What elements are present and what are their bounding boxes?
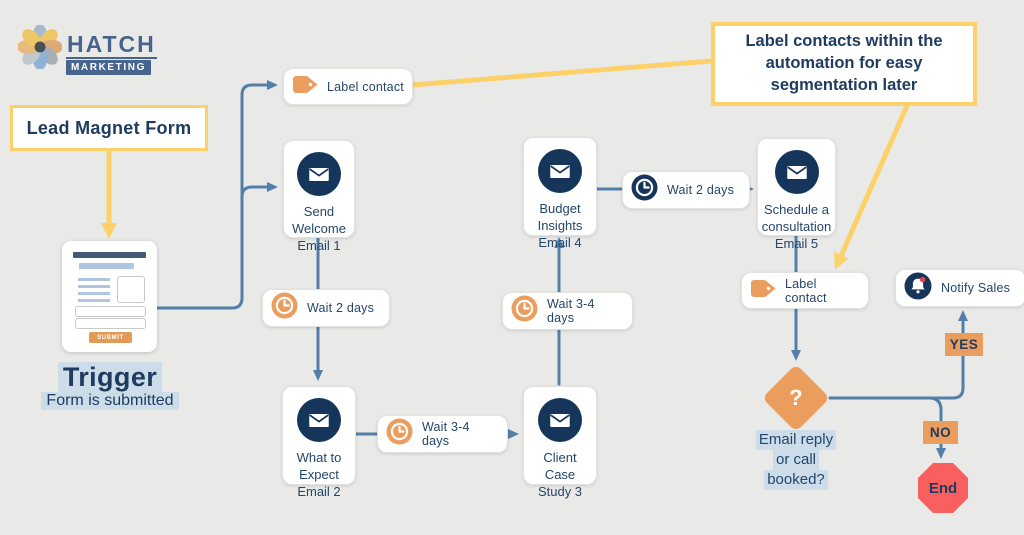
hatch-logo-flower-icon bbox=[18, 25, 62, 69]
connector-form-to-email1 bbox=[240, 182, 278, 199]
form-text-line bbox=[78, 292, 110, 295]
form-subtitle-bar bbox=[79, 263, 134, 269]
tag-icon bbox=[750, 279, 776, 303]
question-mark: ? bbox=[789, 384, 803, 410]
form-image-placeholder bbox=[117, 276, 145, 303]
node-notify-sales: Notify Sales bbox=[895, 269, 1024, 307]
trigger-heading: Trigger bbox=[40, 362, 180, 393]
connector-decision-yes bbox=[828, 310, 968, 400]
trigger-subtitle: Form is submitted bbox=[30, 392, 190, 410]
logo-title: HATCH bbox=[66, 31, 157, 59]
end-node: End bbox=[918, 463, 968, 513]
node-label: Wait 2 days bbox=[307, 301, 375, 315]
node-wait-3-4-days-1: Wait 3-4 days bbox=[377, 415, 508, 453]
connector-callout-to-label-right bbox=[834, 96, 913, 270]
node-label: Wait 3-4 days bbox=[547, 297, 595, 325]
clock-icon bbox=[386, 418, 413, 450]
tag-icon bbox=[292, 75, 318, 99]
clock-icon bbox=[511, 295, 538, 327]
form-illustration: SUBMIT bbox=[62, 241, 157, 352]
envelope-icon bbox=[538, 398, 582, 442]
lead-magnet-form-box: Lead Magnet Form bbox=[10, 105, 208, 151]
envelope-icon bbox=[297, 398, 341, 442]
envelope-icon bbox=[774, 150, 819, 194]
clock-icon bbox=[631, 174, 658, 206]
form-title-bar bbox=[73, 252, 146, 258]
decision-diamond: ? bbox=[762, 364, 830, 432]
form-text-line bbox=[78, 278, 110, 281]
decision-question: Email reply or call booked? bbox=[741, 430, 851, 490]
connector-callout-to-label-top bbox=[397, 58, 714, 93]
annotation-callout: Label contacts within the automation for… bbox=[711, 22, 977, 106]
yes-branch-badge: YES bbox=[945, 333, 983, 356]
envelope-icon bbox=[297, 152, 341, 196]
no-branch-badge: NO bbox=[923, 421, 958, 444]
node-label: Label contact bbox=[785, 276, 827, 305]
node-label: Wait 2 days bbox=[667, 183, 735, 197]
node-wait-2-days-2: Wait 2 days bbox=[622, 171, 750, 209]
hatch-logo: HATCH MARKETING bbox=[66, 33, 157, 75]
bell-icon bbox=[904, 272, 932, 305]
node-label: Notify Sales bbox=[941, 281, 1011, 295]
form-text-line bbox=[78, 285, 110, 288]
node-wait-2-days-1: Wait 2 days bbox=[262, 289, 390, 327]
form-input-field bbox=[75, 318, 146, 329]
envelope-icon bbox=[538, 149, 582, 193]
form-submit-button: SUBMIT bbox=[89, 332, 132, 343]
node-label: Label contact bbox=[327, 79, 404, 94]
node-wait-3-4-days-2: Wait 3-4 days bbox=[502, 292, 633, 330]
clock-icon bbox=[271, 292, 298, 324]
node-label: Wait 3-4 days bbox=[422, 420, 470, 448]
node-label-contact-right: Label contact bbox=[741, 272, 869, 309]
form-text-line bbox=[78, 299, 110, 302]
logo-subtitle: MARKETING bbox=[66, 60, 151, 75]
node-label-contact-top: Label contact bbox=[283, 68, 413, 105]
form-input-field bbox=[75, 306, 146, 317]
